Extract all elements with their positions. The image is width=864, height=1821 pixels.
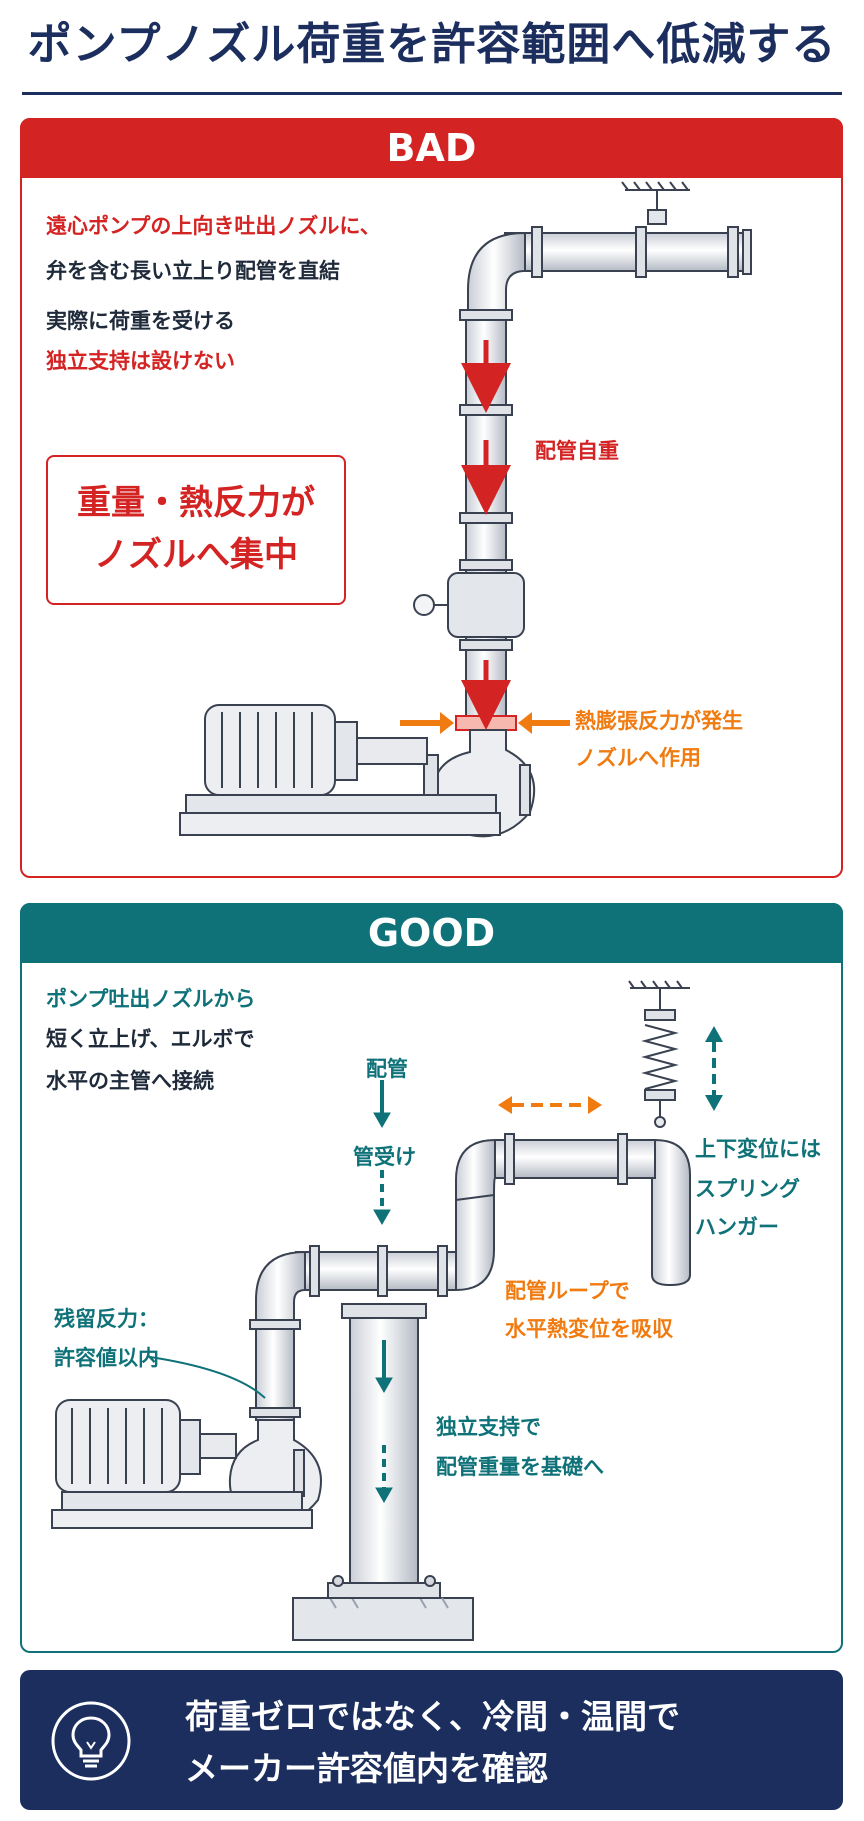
residual-leader-line <box>149 1356 266 1399</box>
bad-diagram <box>179 181 752 838</box>
good-diagram <box>51 980 691 1641</box>
title-divider <box>22 92 842 95</box>
good-header: GOOD <box>20 903 843 963</box>
bad-ceiling-anchor <box>621 181 690 225</box>
good-loop-top-pipe <box>494 1139 656 1179</box>
page-title: ポンプノズル荷重を許容範囲へ低減する <box>27 19 837 70</box>
lightbulb-icon <box>51 1701 131 1781</box>
residual-line1: 残留反力： <box>54 1307 159 1331</box>
support-line1: 独立支持で <box>436 1415 541 1439</box>
arrow-down-icon <box>373 1209 391 1226</box>
bad-desc-line1: 遠心ポンプの上向き吐出ノズルに、 <box>46 214 381 238</box>
bad-desc-line2: 弁を含む長い立上り配管を直結 <box>46 259 340 283</box>
bad-desc-line4: 独立支持は設けない <box>46 349 235 373</box>
bad-valve <box>413 572 525 638</box>
good-loop-elbow <box>455 1138 496 1202</box>
good-flow-arrows <box>373 1080 393 1504</box>
bad-motor <box>204 704 428 796</box>
spring-line3: ハンガー <box>695 1215 779 1239</box>
bad-nozzle-flange <box>455 715 517 731</box>
good-desc-line2: 短く立上げ、エルボで <box>46 1027 255 1051</box>
thermal-label-line1: 熱膨張反力が発生 <box>575 709 743 733</box>
flow-pipe-label: 配管 <box>366 1057 408 1081</box>
bad-thermal-arrows <box>400 712 570 734</box>
thermal-label-line2: ノズルへ作用 <box>575 746 701 770</box>
bad-callout-box: 重量・熱反力が ノズルへ集中 <box>46 455 346 605</box>
bad-desc-line3: 実際に荷重を受ける <box>46 309 235 333</box>
good-spring-hanger <box>628 980 690 1128</box>
double-arrow-icon <box>498 1096 602 1114</box>
bad-baseplate <box>185 794 497 814</box>
flow-receiver-label: 管受け <box>353 1145 416 1169</box>
pipe-weight-label: 配管自重 <box>535 439 619 463</box>
good-loop-rise <box>455 1194 495 1292</box>
bad-elbow <box>467 231 526 316</box>
bad-callout-line1: 重量・熱反力が <box>77 483 315 523</box>
bad-top-pipe <box>504 232 746 272</box>
good-desc-line1: ポンプ吐出ノズルから <box>46 987 256 1011</box>
arrow-down-icon <box>375 1487 393 1504</box>
arrow-down-icon <box>373 1112 391 1129</box>
loop-line2: 水平熱変位を吸収 <box>505 1317 673 1341</box>
arrow-right-icon <box>440 712 454 734</box>
good-desc-line3: 水平の主管へ接続 <box>46 1069 214 1093</box>
good-left-elbow <box>255 1250 306 1326</box>
footer-line1: 荷重ゼロではなく、冷間・温間で <box>185 1697 680 1736</box>
good-main-pipe <box>295 1251 457 1291</box>
bad-header: BAD <box>20 118 843 178</box>
residual-line2: 許容値以内 <box>54 1346 159 1370</box>
loop-line1: 配管ループで <box>505 1279 630 1303</box>
spring-line2: スプリング <box>695 1177 800 1201</box>
footer-banner: 荷重ゼロではなく、冷間・温間で メーカー許容値内を確認 <box>20 1670 843 1810</box>
support-line2: 配管重量を基礎へ <box>436 1455 604 1479</box>
arrow-left-icon <box>518 712 532 734</box>
good-loop-drop <box>651 1138 691 1287</box>
spring-line1: 上下変位には <box>695 1137 821 1161</box>
double-arrow-icon <box>705 1026 723 1111</box>
arrow-down-icon <box>375 1377 393 1394</box>
good-pump-riser <box>255 1319 295 1421</box>
good-baseplate <box>61 1491 303 1511</box>
good-motor <box>55 1399 237 1493</box>
footer-line2: メーカー許容値内を確認 <box>185 1749 548 1788</box>
bad-callout-line2: ノズルへ集中 <box>94 535 298 575</box>
